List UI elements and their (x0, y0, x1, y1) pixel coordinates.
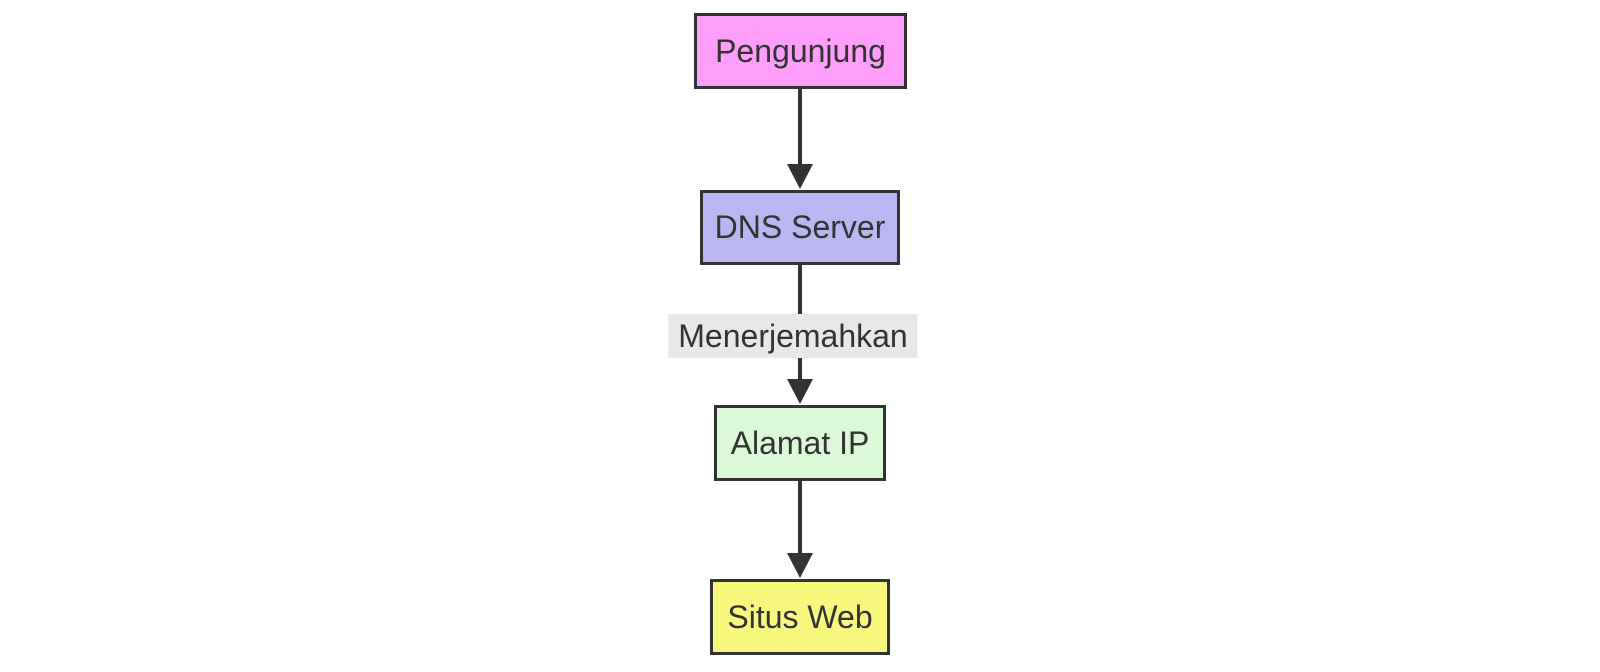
arrowhead-down-icon (787, 553, 813, 578)
node-pengunjung: Pengunjung (694, 13, 907, 89)
node-alamat-ip: Alamat IP (714, 405, 886, 481)
arrowhead-down-icon (787, 379, 813, 404)
edge-pengunjung-to-dns (798, 89, 802, 167)
node-dns-server: DNS Server (700, 190, 900, 265)
arrowhead-down-icon (787, 164, 813, 189)
node-situs-web: Situs Web (710, 579, 890, 655)
edge-alamat-to-situs (798, 481, 802, 556)
edge-label-menerjemahkan: Menerjemahkan (668, 314, 918, 358)
